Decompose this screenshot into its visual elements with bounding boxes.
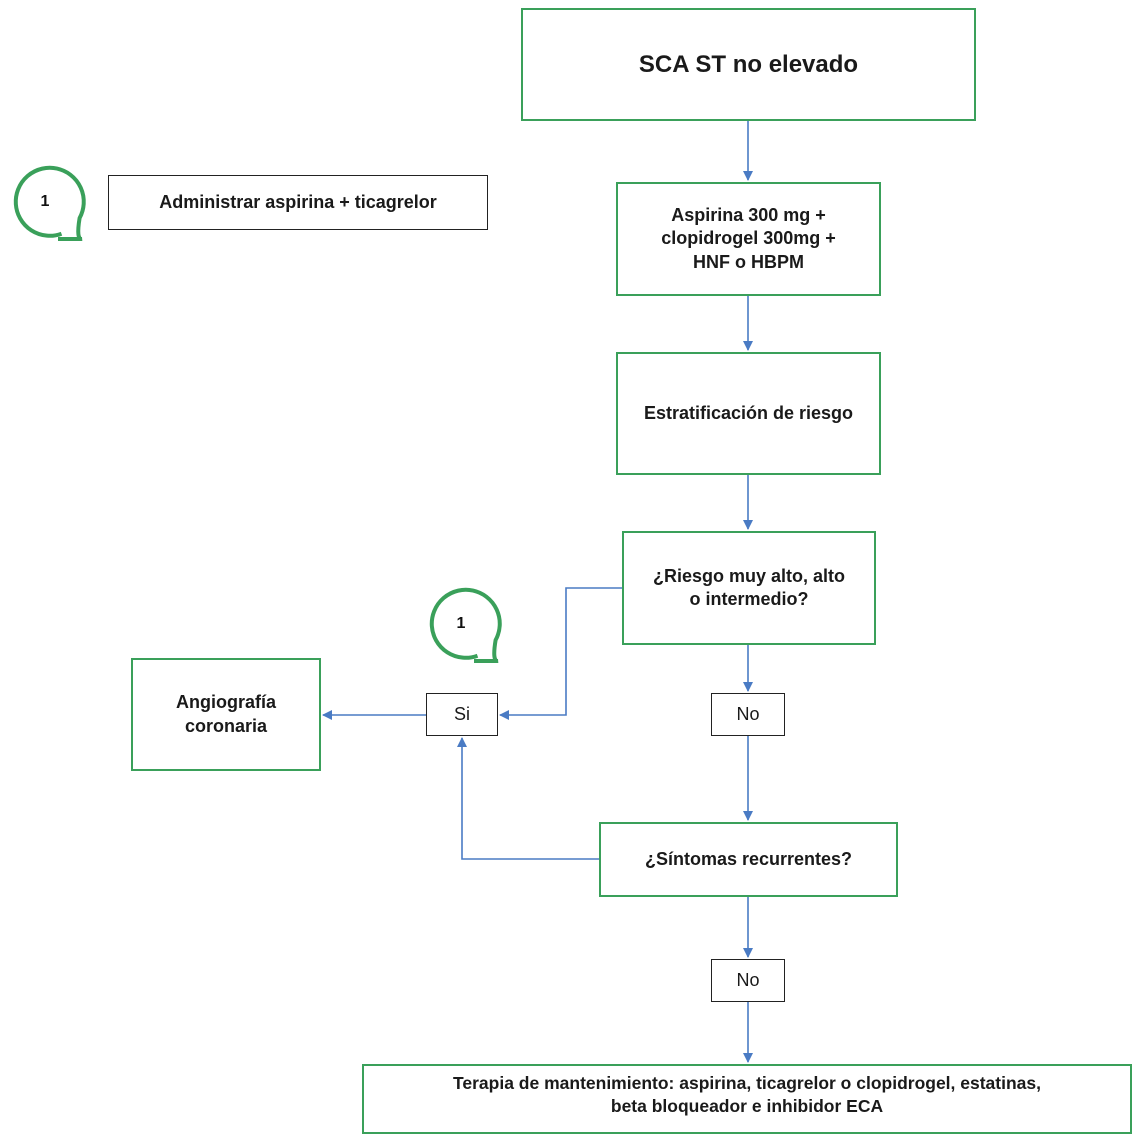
dose-node: Aspirina 300 mg + clopidrogel 300mg + HN… bbox=[616, 182, 881, 296]
annotation-badge-icon bbox=[13, 165, 86, 241]
no-label-risk: No bbox=[711, 693, 785, 736]
no-label-symptoms: No bbox=[711, 959, 785, 1002]
annotation-badge-number-2: 1 bbox=[456, 615, 466, 632]
symptoms-question-node: ¿Síntomas recurrentes? bbox=[599, 822, 898, 897]
arrow-symptoms-to-si bbox=[457, 737, 599, 860]
angiography-node: Angiografía coronaria bbox=[131, 658, 321, 771]
risk-stratification-node: Estratificación de riesgo bbox=[616, 352, 881, 475]
risk-question-node: ¿Riesgo muy alto, alto o intermedio? bbox=[622, 531, 876, 645]
annotation-note: Administrar aspirina + ticagrelor bbox=[108, 175, 488, 230]
start-node-title: SCA ST no elevado bbox=[521, 8, 976, 121]
annotation-badge-number: 1 bbox=[40, 193, 50, 210]
annotation-badge-icon-2 bbox=[429, 587, 502, 663]
arrow-risk-to-si bbox=[499, 587, 622, 720]
yes-label: Si bbox=[426, 693, 498, 736]
maintenance-therapy-node: Terapia de mantenimiento: aspirina, tica… bbox=[362, 1064, 1132, 1134]
